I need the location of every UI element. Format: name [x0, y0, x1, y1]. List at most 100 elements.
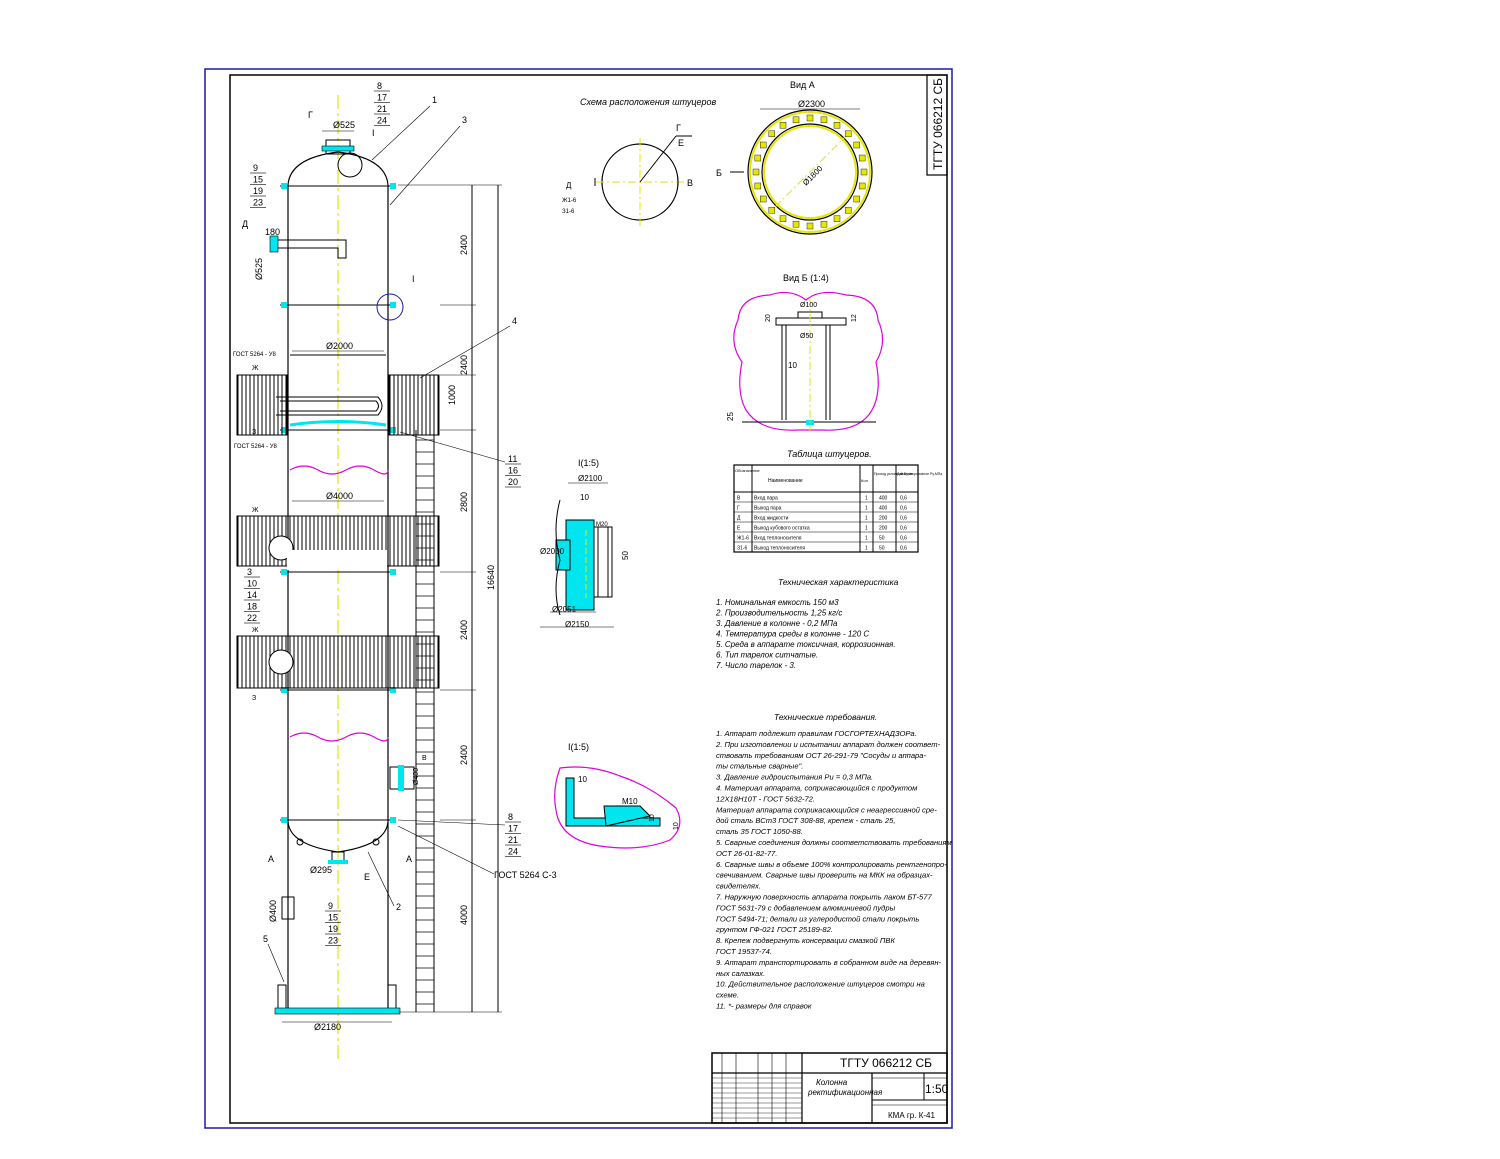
- row-dn-0: 400: [879, 496, 888, 502]
- tech-char-title: Техническая характеристика: [778, 577, 899, 587]
- dim-d295: Ø295: [310, 865, 332, 875]
- stamp-code: ТГТУ 066212 СБ: [840, 1056, 932, 1070]
- label-zh-1: Ж: [252, 365, 259, 372]
- dim-4000: 4000: [459, 905, 469, 925]
- pos-mid-16-1: 16: [508, 466, 518, 476]
- node2-title: I(1:5): [568, 742, 589, 752]
- tech-req-line-11: ОСТ 26-01-82-77.: [716, 849, 777, 858]
- row-name-1: Выход пара: [754, 506, 782, 512]
- row-pn-1: 0,6: [900, 506, 907, 512]
- view-a-d2300: Ø2300: [798, 99, 825, 109]
- row-mark-4: Ж1-6: [737, 536, 749, 542]
- node1-10: 10: [580, 493, 589, 502]
- dim-d2180: Ø2180: [314, 1022, 341, 1032]
- row-dn-1: 400: [879, 506, 888, 512]
- tech-char-item-5: 6. Тип тарелок ситчатые.: [716, 651, 818, 660]
- node-i-second: I(1:5) 10 M10 10 10: [554, 742, 681, 849]
- pos-heat-14-2: 14: [247, 590, 257, 600]
- stamp-title-1: Колонна: [816, 1078, 848, 1087]
- pos-left-23-3: 23: [253, 198, 263, 208]
- tech-req-line-24: схеме.: [716, 991, 739, 1000]
- pos-bot-23-3: 23: [328, 936, 338, 946]
- stamp-org: КМА гр. К-41: [888, 1111, 935, 1120]
- row-pn-0: 0,6: [900, 496, 907, 502]
- tech-req-line-13: свечиванием. Сварные швы проверить на МК…: [716, 871, 933, 880]
- tech-characteristic: Техническая характеристика 1. Номинальна…: [715, 577, 899, 670]
- tech-req-line-21: 9. Аппарат транспортировать в собранном …: [716, 958, 942, 967]
- tech-requirements: Технические требования. 1. Аппарат подле…: [715, 712, 952, 1011]
- node1-title: I(1:5): [578, 458, 599, 468]
- row-qty-3: 1: [865, 526, 868, 532]
- dim-2400-a: 2400: [459, 235, 469, 255]
- view-b: Вид Б (1:4) Ø100 Ø50 20 12 10 25: [726, 273, 884, 432]
- row-mark-5: З1-6: [737, 546, 747, 552]
- row-name-2: Вход жидкости: [754, 516, 789, 522]
- view-b-10: 10: [788, 361, 797, 370]
- tech-req-line-3: ты стальные сварные".: [716, 762, 803, 771]
- pos-4: 4: [512, 316, 517, 326]
- tech-req-line-0: 1. Аппарат подлежит правилам ГОСГОРТЕХНА…: [716, 729, 917, 738]
- nozzle-table-title: Таблица штуцеров.: [787, 449, 872, 459]
- row-pn-3: 0,6: [900, 526, 907, 532]
- row-qty-1: 1: [865, 506, 868, 512]
- pos-2: 2: [396, 902, 401, 912]
- dim-d525-top: Ø525: [333, 120, 355, 130]
- gost-label-1: ГОСТ 5264 - У8: [233, 352, 277, 358]
- dim-d525-side: Ø525: [254, 258, 264, 280]
- dim-2400-b: 2400: [459, 355, 469, 375]
- node2-m10: M10: [622, 797, 638, 806]
- row-dn-5: 50: [879, 546, 885, 552]
- tech-char-item-3: 4. Температура среды в колонне - 120 С: [716, 630, 869, 639]
- dim-180: 180: [265, 227, 280, 237]
- node-i-first: I(1:5) Ø2100 10 M20 Ø2000 50 Ø2051 Ø2150: [540, 458, 630, 629]
- view-a: Вид А Ø2300 Ø1800 Б: [716, 80, 873, 235]
- row-mark-0: В: [737, 496, 741, 502]
- pos-low-24-3: 24: [508, 847, 518, 857]
- scheme-d: Д: [566, 181, 572, 190]
- row-pn-5: 0,6: [900, 546, 907, 552]
- th-dn: Проход условный Dy,мм: [874, 472, 914, 476]
- tech-req-line-18: грунтом ГФ-021 ГОСТ 25189-82.: [716, 925, 833, 934]
- tech-req-line-1: 2. При изготовлении и испытании аппарат …: [715, 740, 941, 749]
- tech-req-line-4: 3. Давление гидроиспытания Pи = 0,3 МПа.: [716, 773, 873, 782]
- title-block: ТГТУ 066212 СБ Колонна ректификационная …: [711, 1052, 949, 1124]
- pos-low-17-1: 17: [508, 824, 518, 834]
- column-body: [269, 95, 415, 1060]
- node2-10b: 10: [649, 814, 656, 822]
- pos-top-8-0: 8: [377, 81, 382, 91]
- row-dn-2: 200: [879, 516, 888, 522]
- dim-d400-steam: Ø400: [413, 768, 420, 785]
- row-qty-4: 1: [865, 536, 868, 542]
- pos-bot-9-0: 9: [328, 901, 333, 911]
- row-pn-2: 0,6: [900, 516, 907, 522]
- row-qty-2: 1: [865, 516, 868, 522]
- view-b-20: 20: [765, 314, 772, 322]
- row-name-3: Выход кубового остатка: [754, 526, 810, 532]
- tech-req-line-2: ствовать требованиям ОСТ 26-291-79 "Сосу…: [716, 751, 926, 760]
- view-b-25: 25: [726, 412, 735, 421]
- th-qty: Кол: [861, 478, 868, 483]
- tech-req-line-6: 12Х18Н10Т - ГОСТ 5632-72.: [716, 794, 815, 803]
- view-b-12: 12: [851, 314, 858, 322]
- node1-d2150: Ø2150: [565, 620, 590, 629]
- nozzle-scheme: Схема расположения штуцеров Г Е В Д Ж1-6…: [562, 97, 717, 226]
- row-mark-2: Д: [737, 516, 741, 522]
- label-v: В: [422, 755, 427, 762]
- tech-req-line-17: ГОСТ 5494-71; детали из углеродистой ста…: [716, 914, 919, 923]
- pos-bot-19-2: 19: [328, 924, 338, 934]
- tech-req-line-12: 6. Сварные швы в объеме 100% контролиров…: [716, 860, 947, 869]
- pos-low-21-2: 21: [508, 835, 518, 845]
- pos-heat-10-1: 10: [247, 579, 257, 589]
- dim-d4000: Ø4000: [326, 491, 353, 501]
- tech-req-line-5: 4. Материал аппарата, соприкасающийся с …: [716, 784, 918, 793]
- pos-5: 5: [263, 934, 268, 944]
- scheme-v: В: [687, 178, 693, 188]
- tech-char-item-6: 7. Число тарелок - 3.: [716, 661, 796, 670]
- tech-req-line-9: сталь 35 ГОСТ 1050-88.: [716, 827, 803, 836]
- node2-10: 10: [578, 775, 587, 784]
- node-mark-mid: I: [412, 274, 415, 284]
- insulation-bands: [236, 374, 440, 689]
- row-pn-4: 0,6: [900, 536, 907, 542]
- node1-d2100: Ø2100: [578, 474, 603, 483]
